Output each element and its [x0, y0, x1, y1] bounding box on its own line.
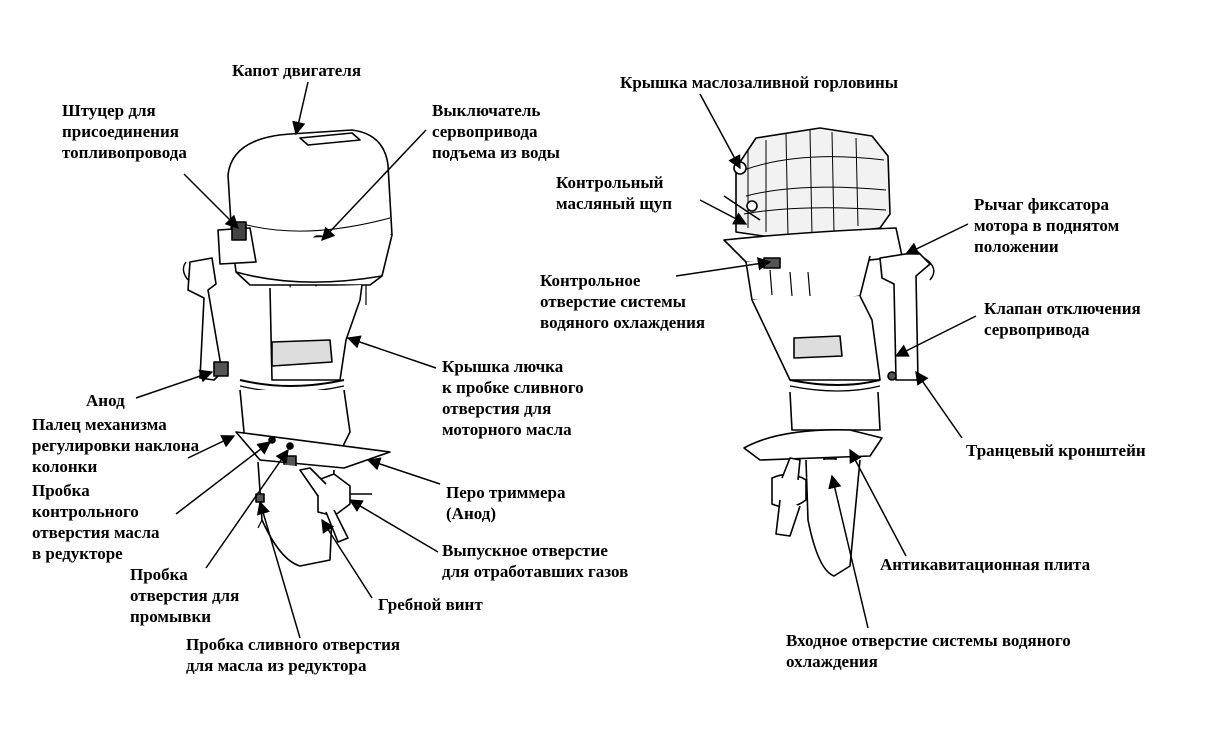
leader-flush-plug [205, 448, 289, 569]
label-oil-filler-cap: Крышка маслозаливной горловины [620, 73, 899, 92]
left-oil-drain-cover-shape [271, 339, 333, 367]
label-hood: Капот двигателя [232, 61, 362, 80]
leader-oil-check-plug [175, 441, 272, 515]
leader-power-tilt-valve [894, 315, 977, 357]
label-water-intake: Входное отверстие системы водяного охлаж… [786, 631, 1071, 671]
leader-hood [292, 81, 309, 136]
label-gear-drain-plug: Пробка сливного отверстия для масла из р… [186, 635, 401, 675]
leader-anode [135, 369, 214, 399]
label-anode: Анод [86, 391, 125, 410]
leader-fuel-fitting [183, 173, 239, 229]
leader-oil-drain-cover [346, 335, 437, 369]
label-transom-bracket: Транцевый кронштейн [966, 441, 1146, 460]
leader-water-intake [828, 474, 869, 629]
right-power-tilt-valve-shape [887, 371, 897, 381]
left-hood-vent [299, 132, 361, 146]
leader-cooling-check-hole [675, 257, 772, 277]
label-trim-tab: Перо триммера (Анод) [446, 483, 566, 523]
leader-dipstick [699, 199, 748, 225]
label-oil-drain-cover: Крышка лючка к пробке сливного отверстия… [442, 357, 584, 439]
right-motor-drawing [723, 127, 935, 577]
label-trim-pin: Палец механизма регулировки наклона коло… [32, 415, 200, 476]
leader-tilt-switch [321, 129, 427, 241]
leader-exhaust [348, 499, 439, 553]
leader-propeller [321, 518, 373, 599]
label-anticavitation-plate: Антикавитационная плита [880, 555, 1091, 574]
label-tilt-lock: Рычаг фиксатора мотора в поднятом положе… [974, 195, 1120, 256]
leader-trim-pin [187, 435, 236, 459]
label-power-tilt-valve: Клапан отключения сервопривода [984, 299, 1141, 339]
right-anticavitation-plate-shape [743, 429, 883, 461]
label-propeller: Гребной винт [378, 595, 483, 614]
leader-gear-drain-plug [256, 500, 301, 639]
label-oil-check-plug: Пробка контрольного отверстия масла в ре… [32, 481, 160, 563]
left-leader-lines [135, 81, 441, 639]
label-tilt-switch: Выключатель сервопривода подъема из воды [432, 101, 560, 162]
label-exhaust: Выпускное отверстие для отработавших газ… [442, 541, 629, 581]
right-engine-block [735, 127, 891, 241]
leader-oil-filler-cap [699, 93, 741, 170]
right-leader-lines [675, 93, 977, 629]
label-flush-plug: Пробка отверстия для промывки [130, 565, 240, 626]
label-dipstick: Контрольный масляный щуп [556, 173, 673, 213]
leader-transom-bracket [915, 370, 963, 439]
leader-tilt-lock [904, 223, 969, 255]
leader-anticavitation-plate [849, 448, 907, 557]
leader-trim-tab [366, 457, 441, 485]
label-cooling-check-hole: Контрольное отверстие системы водяного о… [540, 271, 706, 332]
label-fuel-fitting: Штуцер для присоединения топливопровода [62, 101, 187, 162]
left-motor-drawing [182, 129, 393, 567]
